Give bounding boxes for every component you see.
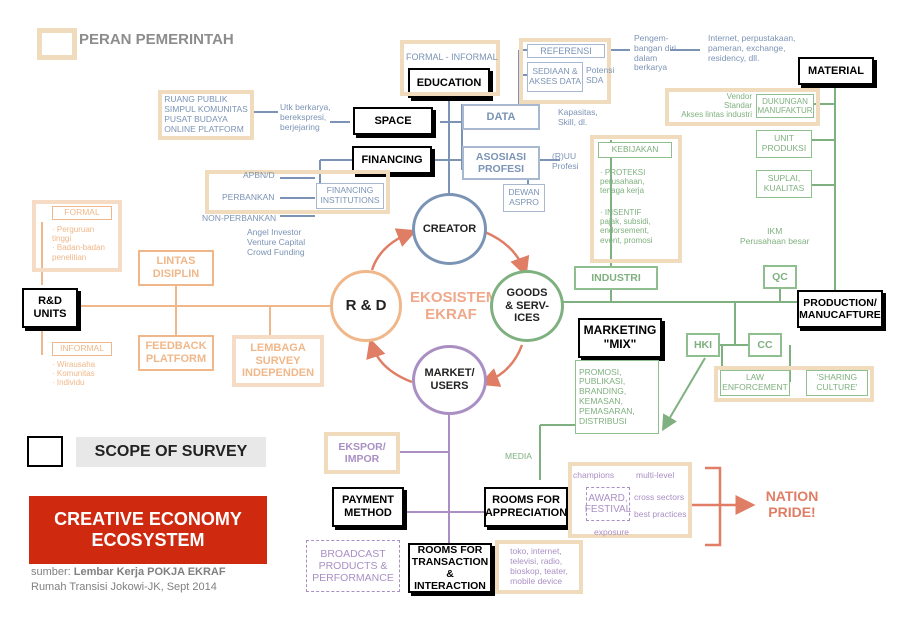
kebijakan-box: KEBIJAKAN [598, 142, 672, 158]
best-practices-label: best practices [634, 509, 687, 519]
nation-pride-label: NATION PRIDE! [765, 488, 819, 521]
rooms-transaction-box: ROOMS FOR TRANSACTION & INTERACTION [408, 543, 492, 593]
circle-market-users: MARKET/ USERS [412, 345, 487, 415]
appreciation-frame [568, 462, 692, 538]
creative-economy-banner: CREATIVE ECONOMY ECOSYSTEM [29, 496, 267, 564]
toko-box: toko, internet, televisi, radio, bioskop… [495, 540, 583, 594]
multilevel-label: multi-level [636, 470, 675, 480]
hki-box: HKI [686, 333, 720, 357]
insentif-label: · INSENTIF pajak, subsidi, endorsement, … [600, 208, 653, 245]
source-line: sumber: Lembar Kerja POKJA EKRAF [31, 566, 226, 579]
potensi-label: Potensi SDA [586, 65, 615, 85]
dukungan-box: DUKUNGAN MANUFAKTUR [756, 94, 814, 118]
sharing-culture-box: 'SHARING CULTURE' [806, 370, 868, 396]
pengembangan-label: Pengem- bangan diri dalam berkarya [634, 33, 677, 73]
feedback-platform-box: FEEDBACK PLATFORM [138, 335, 214, 371]
sediaan-box: SEDIAAN & AKSES DATA [527, 62, 583, 92]
space-list-box: RUANG PUBLIK SIMPUL KOMUNITAS PUSAT BUDA… [158, 90, 254, 140]
investors-label: Angel Investor Venture Capital Crowd Fun… [247, 227, 306, 257]
marketing-mix-box: MARKETING "MIX" [578, 318, 662, 358]
circle-rnd: R & D [330, 270, 402, 342]
scope-legend-square [27, 436, 63, 467]
financing-box: FINANCING [352, 146, 432, 174]
rnd-formal-frame [32, 200, 122, 272]
kebijakan-frame [590, 135, 682, 263]
production-box: PRODUCTION/ MANUCAFTURE [797, 290, 883, 328]
circle-creator: CREATOR [412, 193, 487, 265]
champions-label: champions [573, 470, 615, 480]
rnd-formal-items: · Perguruan tinggi · Badan-badan penelit… [52, 225, 105, 262]
non-perbankan-label: NON-PERBANKAN [202, 213, 277, 223]
ikm-label: IKM Perusahaan besar [740, 226, 810, 246]
material-outer-frame [665, 88, 820, 126]
space-box: SPACE [353, 107, 433, 135]
ekspor-box: EKSPOR/ IMPOR [324, 432, 400, 474]
referensi-box: REFERENSI [527, 44, 605, 58]
vendor-label: Vendor Standar Akses lintas industri [681, 92, 752, 120]
lintas-disiplin-box: LINTAS DISIPLIN [138, 250, 214, 286]
industri-box: INDUSTRI [574, 266, 658, 290]
cc-box: CC [748, 333, 782, 357]
rnd-informal-items: · Wirausaha · Komunitas · Individu [52, 360, 96, 388]
rnd-units-box: R&D UNITS [22, 288, 78, 328]
data-outer-frame [519, 38, 611, 104]
rnd-formal-box: FORMAL [52, 206, 112, 220]
internet-label: Internet, perpustakaan, pameran, exchang… [708, 33, 796, 63]
proteksi-label: · PROTEKSI perusahaan, tenaga kerja [600, 168, 646, 196]
ruu-label: (R)UU Profesi [552, 151, 579, 171]
exposure-label: exposure [594, 527, 629, 537]
rnd-informal-box: INFORMAL [52, 342, 112, 356]
apbn-label: APBN/D [243, 170, 275, 180]
data-box: DATA [462, 104, 540, 130]
payment-method-box: PAYMENT METHOD [332, 487, 404, 527]
source-prefix: sumber: [31, 566, 74, 578]
kapasitas-label: Kapasitas, Skill, dl. [558, 107, 598, 127]
dewan-box: DEWAN ASPRO [503, 184, 545, 212]
ecosystem-center-title: EKOSISTEM EKRAF [410, 289, 499, 324]
media-label: MEDIA [505, 451, 532, 461]
qc-box: QC [763, 265, 797, 289]
broadcast-box: BROADCAST PRODUCTS & PERFORMANCE [306, 540, 400, 592]
suplai-box: SUPLAI, KUALITAS [756, 170, 812, 198]
asosiasi-box: ASOSIASI PROFESI [462, 146, 540, 180]
space-description: Utk berkarya, berekspresi, berjejaring [280, 102, 331, 132]
hki-outer-frame [714, 366, 874, 402]
marketing-list-box: PROMOSI, PUBLIKASI, BRANDING, KEMASAN, P… [575, 360, 659, 434]
header-title: PERAN PEMERINTAH [79, 31, 234, 48]
scope-legend-label: SCOPE OF SURVEY [76, 437, 266, 467]
circle-goods-services: GOODS & SERV- ICES [490, 270, 564, 342]
lembaga-survey-box: LEMBAGA SURVEY INDEPENDEN [232, 335, 324, 387]
cross-sectors-label: cross sectors [634, 492, 685, 502]
material-box: MATERIAL [798, 57, 874, 85]
rooms-appreciation-box: ROOMS FOR APPRECIATION [484, 487, 568, 527]
formal-informal-label: FORMAL - INFORMAL [406, 52, 498, 62]
financing-outer-frame [205, 170, 390, 214]
unit-produksi-box: UNIT PRODUKSI [756, 130, 812, 158]
source-bold: Lembar Kerja POKJA EKRAF [73, 566, 226, 578]
law-enforcement-box: LAW ENFORCEMENT [720, 370, 790, 396]
financing-institutions-box: FINANCING INSTITUTIONS [316, 183, 384, 209]
perbankan-label: PERBANKAN [222, 192, 275, 202]
education-outer-frame [400, 40, 500, 96]
award-festival-box: AWARD, FESTIVAL [585, 487, 631, 521]
header-legend-square [37, 28, 77, 60]
source-line-2: Rumah Transisi Jokowi-JK, Sept 2014 [31, 581, 217, 593]
